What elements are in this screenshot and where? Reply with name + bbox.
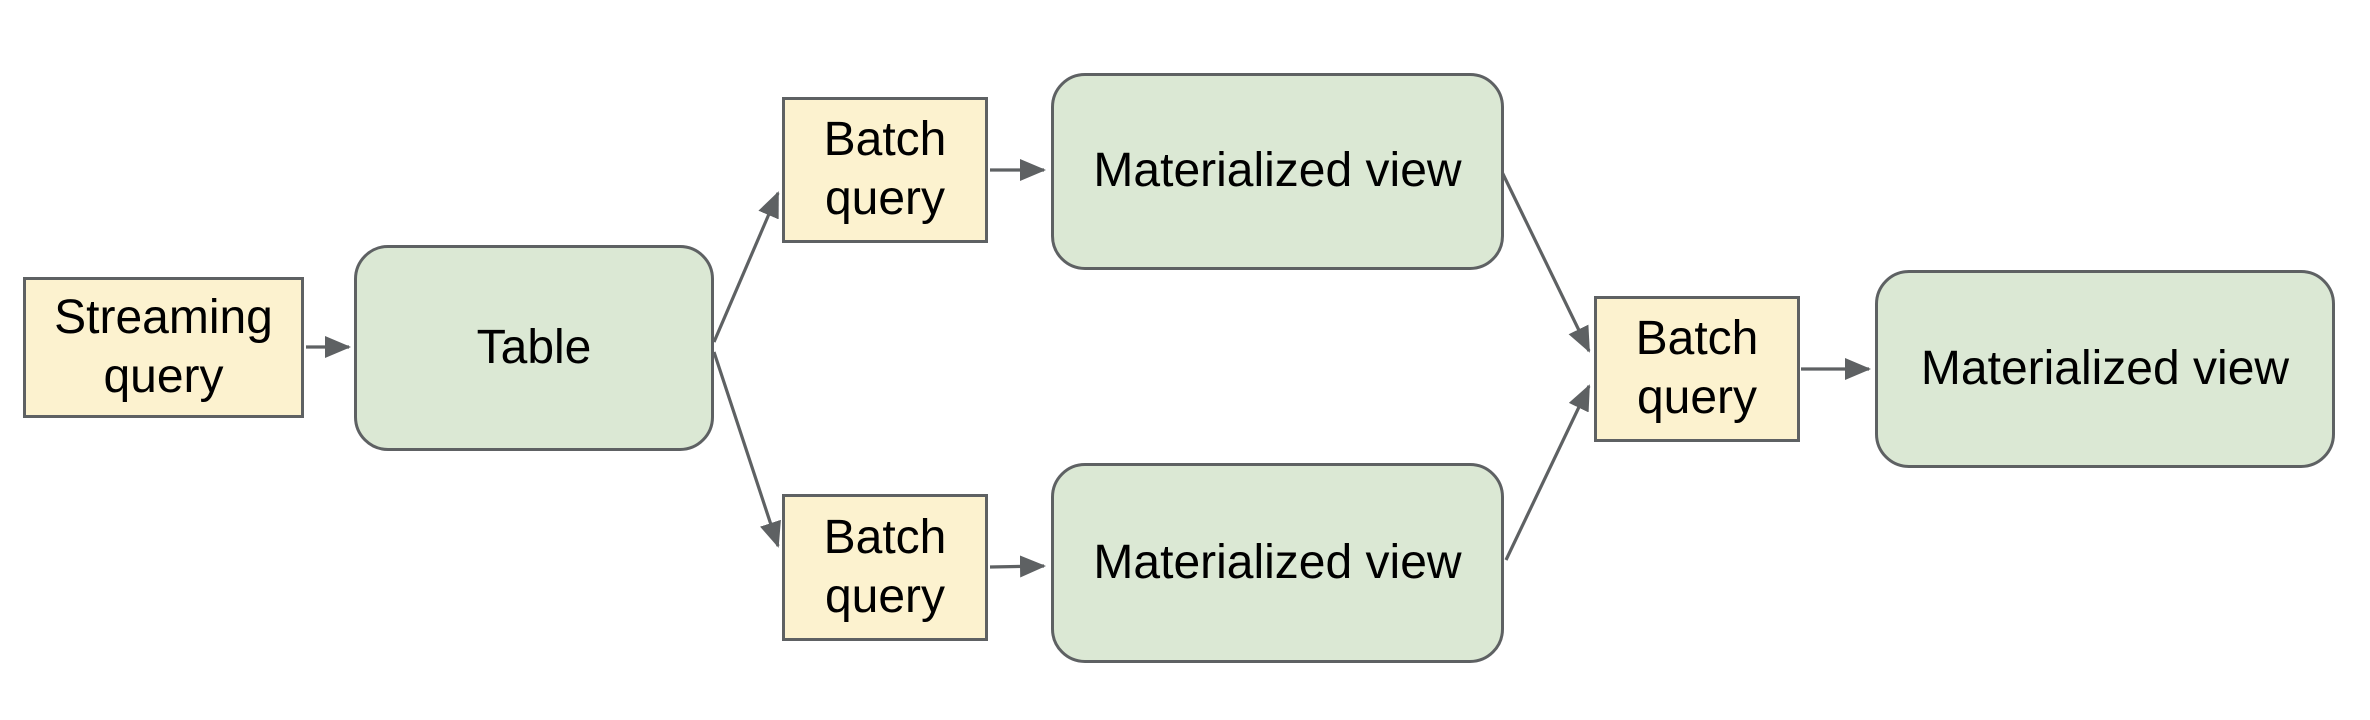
node-table-label: Table xyxy=(476,320,592,374)
node-batch-query-bottom[interactable]: Batch query xyxy=(782,494,988,641)
edge-mv-bottom-to-batch-right xyxy=(1504,384,1591,561)
edge-batch-bottom-to-mv-bottom xyxy=(989,555,1046,578)
node-batch-query-top[interactable]: Batch query xyxy=(782,97,988,243)
edge-table-to-batch-top xyxy=(712,191,780,343)
node-materialized-view-top[interactable]: Materialized view xyxy=(1051,73,1504,270)
node-streaming-query-label: Streaming query xyxy=(54,290,273,403)
edge-table-to-batch-bottom xyxy=(712,351,781,548)
node-batch-query-bottom-label: Batch query xyxy=(823,510,947,623)
edge-mv-top-to-batch-right xyxy=(1500,171,1591,353)
node-batch-query-right[interactable]: Batch query xyxy=(1594,296,1800,442)
node-streaming-query[interactable]: Streaming query xyxy=(23,277,304,418)
node-materialized-view-bottom[interactable]: Materialized view xyxy=(1051,463,1504,663)
node-materialized-view-right-label: Materialized view xyxy=(1920,341,2290,395)
node-materialized-view-right[interactable]: Materialized view xyxy=(1875,270,2335,468)
node-materialized-view-bottom-label: Materialized view xyxy=(1093,535,1462,589)
node-batch-query-right-label: Batch query xyxy=(1635,312,1759,424)
node-materialized-view-top-label: Materialized view xyxy=(1093,144,1462,198)
node-batch-query-top-label: Batch query xyxy=(823,113,947,225)
node-table[interactable]: Table xyxy=(354,245,714,451)
